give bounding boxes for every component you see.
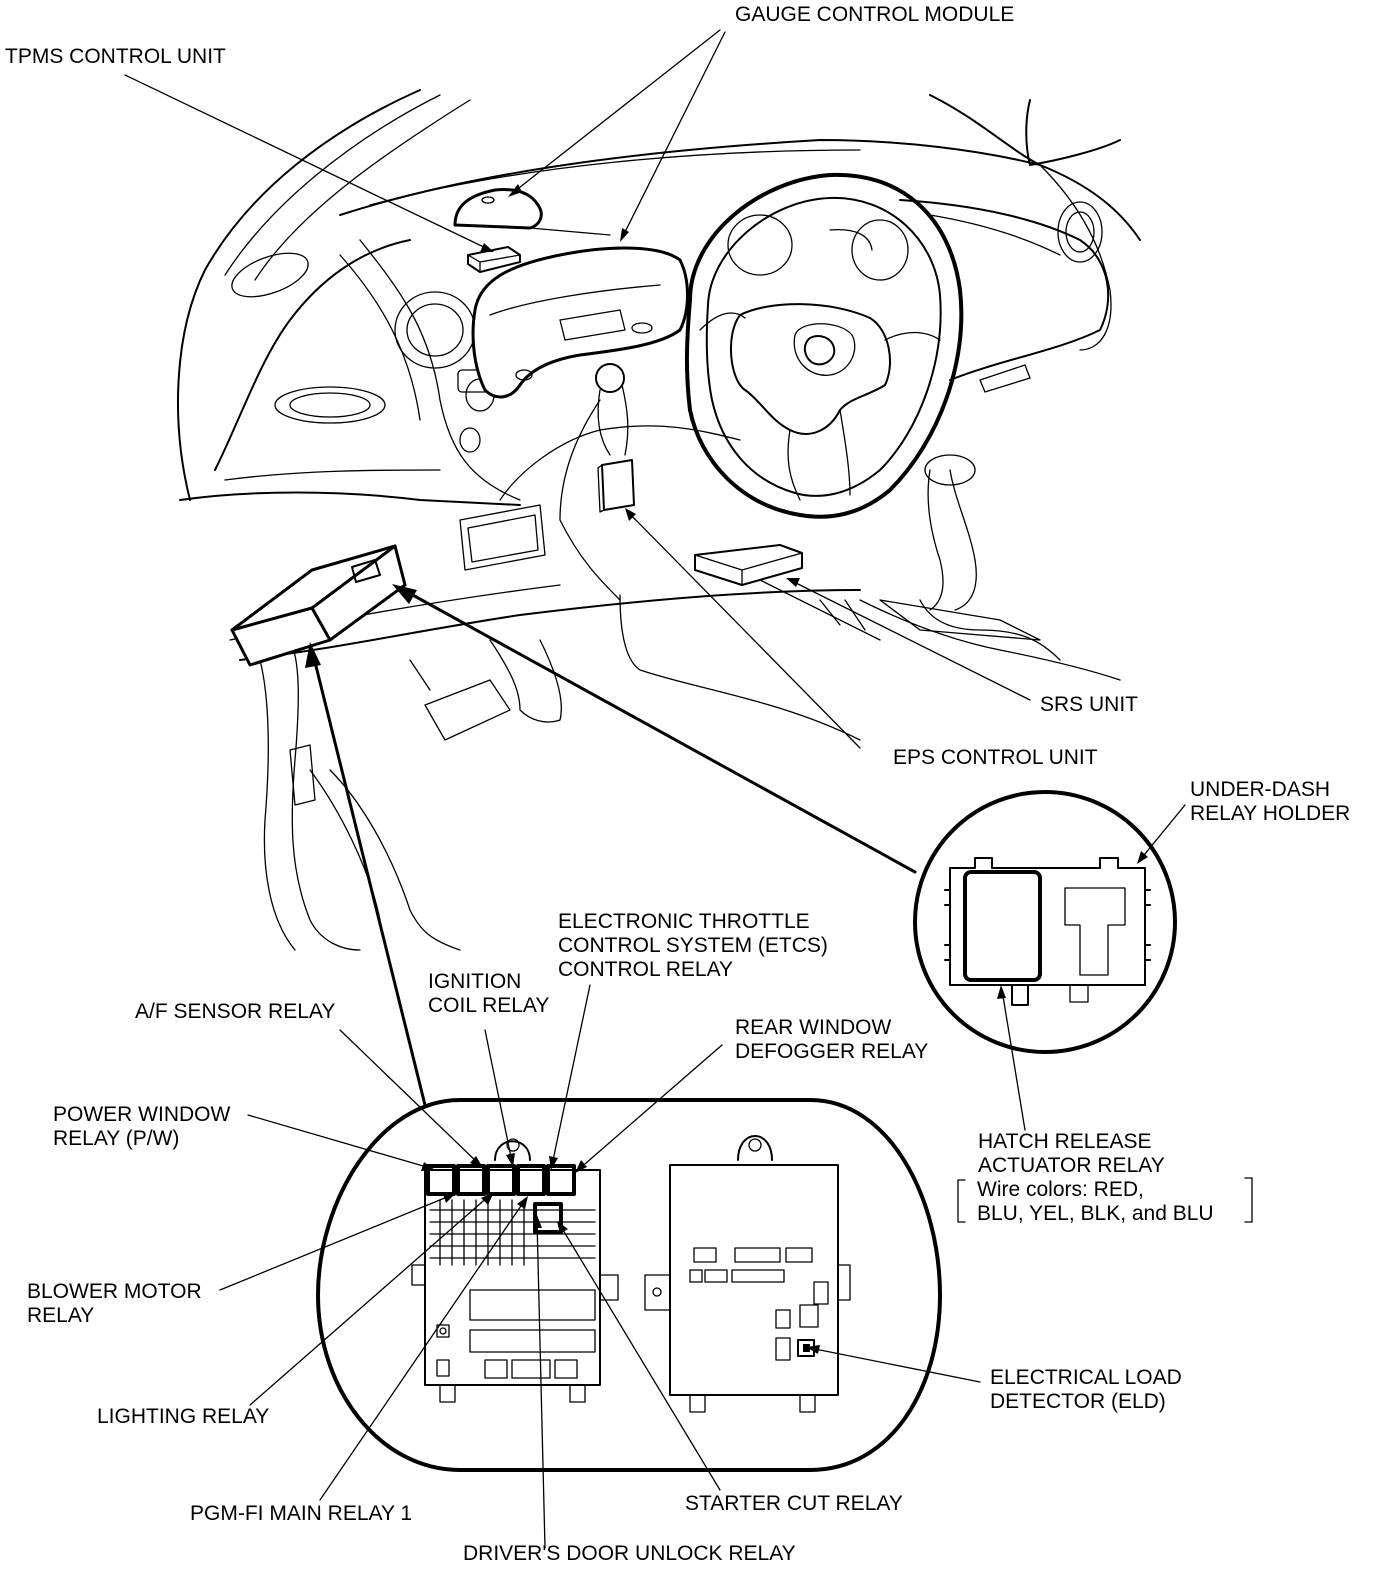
etcs-line3: CONTROL RELAY bbox=[558, 958, 734, 981]
etcs-line2: CONTROL SYSTEM (ETCS) bbox=[558, 934, 828, 957]
under-dash-relay-holder-line1: UNDER-DASH bbox=[1190, 778, 1331, 801]
etcs-line1: ELECTRONIC THROTTLE bbox=[558, 910, 810, 933]
srs-unit-label: SRS UNIT bbox=[1040, 693, 1139, 716]
ignition-coil-relay-label: IGNITION COIL RELAY bbox=[428, 970, 549, 1018]
gauge-control-module-label: GAUGE CONTROL MODULE bbox=[735, 3, 1015, 26]
under-dash-relay-holder-detail bbox=[913, 790, 1253, 1223]
eld-line2: DETECTOR (ELD) bbox=[990, 1390, 1166, 1413]
rear-window-defogger-relay-label: REAR WINDOW DEFOGGER RELAY bbox=[735, 1016, 928, 1064]
under-dash-relay-holder-label: UNDER-DASH RELAY HOLDER bbox=[1190, 778, 1350, 826]
hatch-release-actuator-relay-label: HATCH RELEASE ACTUATOR RELAY bbox=[978, 1130, 1165, 1178]
wire-colors-line1: Wire colors: RED, bbox=[977, 1178, 1144, 1201]
tpms-control-unit-label: TPMS CONTROL UNIT bbox=[5, 45, 226, 68]
hatch-release-line1: HATCH RELEASE bbox=[978, 1130, 1152, 1153]
fuse-box-detail bbox=[316, 1098, 942, 1472]
blower-motor-line2: RELAY bbox=[27, 1304, 95, 1327]
callout-leader-lines bbox=[124, 29, 1186, 1549]
drivers-door-unlock-relay-label: DRIVER'S DOOR UNLOCK RELAY bbox=[463, 1542, 796, 1565]
wire-colors-note: Wire colors: RED, BLU, YEL, BLK, and BLU bbox=[977, 1178, 1214, 1226]
eps-control-unit-label: EPS CONTROL UNIT bbox=[893, 746, 1098, 769]
electrical-load-detector-label: ELECTRICAL LOAD DETECTOR (ELD) bbox=[990, 1366, 1182, 1414]
rear-window-line2: DEFOGGER RELAY bbox=[735, 1040, 929, 1063]
blower-motor-line1: BLOWER MOTOR bbox=[27, 1280, 202, 1303]
pgm-fi-main-relay-1-label: PGM-FI MAIN RELAY 1 bbox=[190, 1502, 413, 1525]
eld-line1: ELECTRICAL LOAD bbox=[990, 1366, 1182, 1389]
hatch-release-line2: ACTUATOR RELAY bbox=[978, 1154, 1165, 1177]
power-window-line1: POWER WINDOW bbox=[53, 1103, 231, 1126]
af-sensor-relay-label: A/F SENSOR RELAY bbox=[135, 1000, 336, 1023]
ignition-coil-line1: IGNITION bbox=[428, 970, 522, 993]
wire-colors-line2: BLU, YEL, BLK, and BLU bbox=[977, 1202, 1214, 1225]
dashboard-illustration bbox=[177, 89, 1141, 951]
lighting-relay-label: LIGHTING RELAY bbox=[97, 1405, 270, 1428]
under-dash-relay-holder-line2: RELAY HOLDER bbox=[1190, 802, 1351, 825]
etcs-control-relay-label: ELECTRONIC THROTTLE CONTROL SYSTEM (ETCS… bbox=[558, 910, 828, 982]
starter-cut-relay-label: STARTER CUT RELAY bbox=[685, 1492, 903, 1515]
rear-window-line1: REAR WINDOW bbox=[735, 1016, 892, 1039]
ignition-coil-line2: COIL RELAY bbox=[428, 994, 550, 1017]
blower-motor-relay-label: BLOWER MOTOR RELAY bbox=[27, 1280, 202, 1328]
power-window-line2: RELAY (P/W) bbox=[53, 1127, 180, 1150]
power-window-relay-label: POWER WINDOW RELAY (P/W) bbox=[53, 1103, 230, 1151]
detail-connector-arrows bbox=[305, 584, 917, 1107]
